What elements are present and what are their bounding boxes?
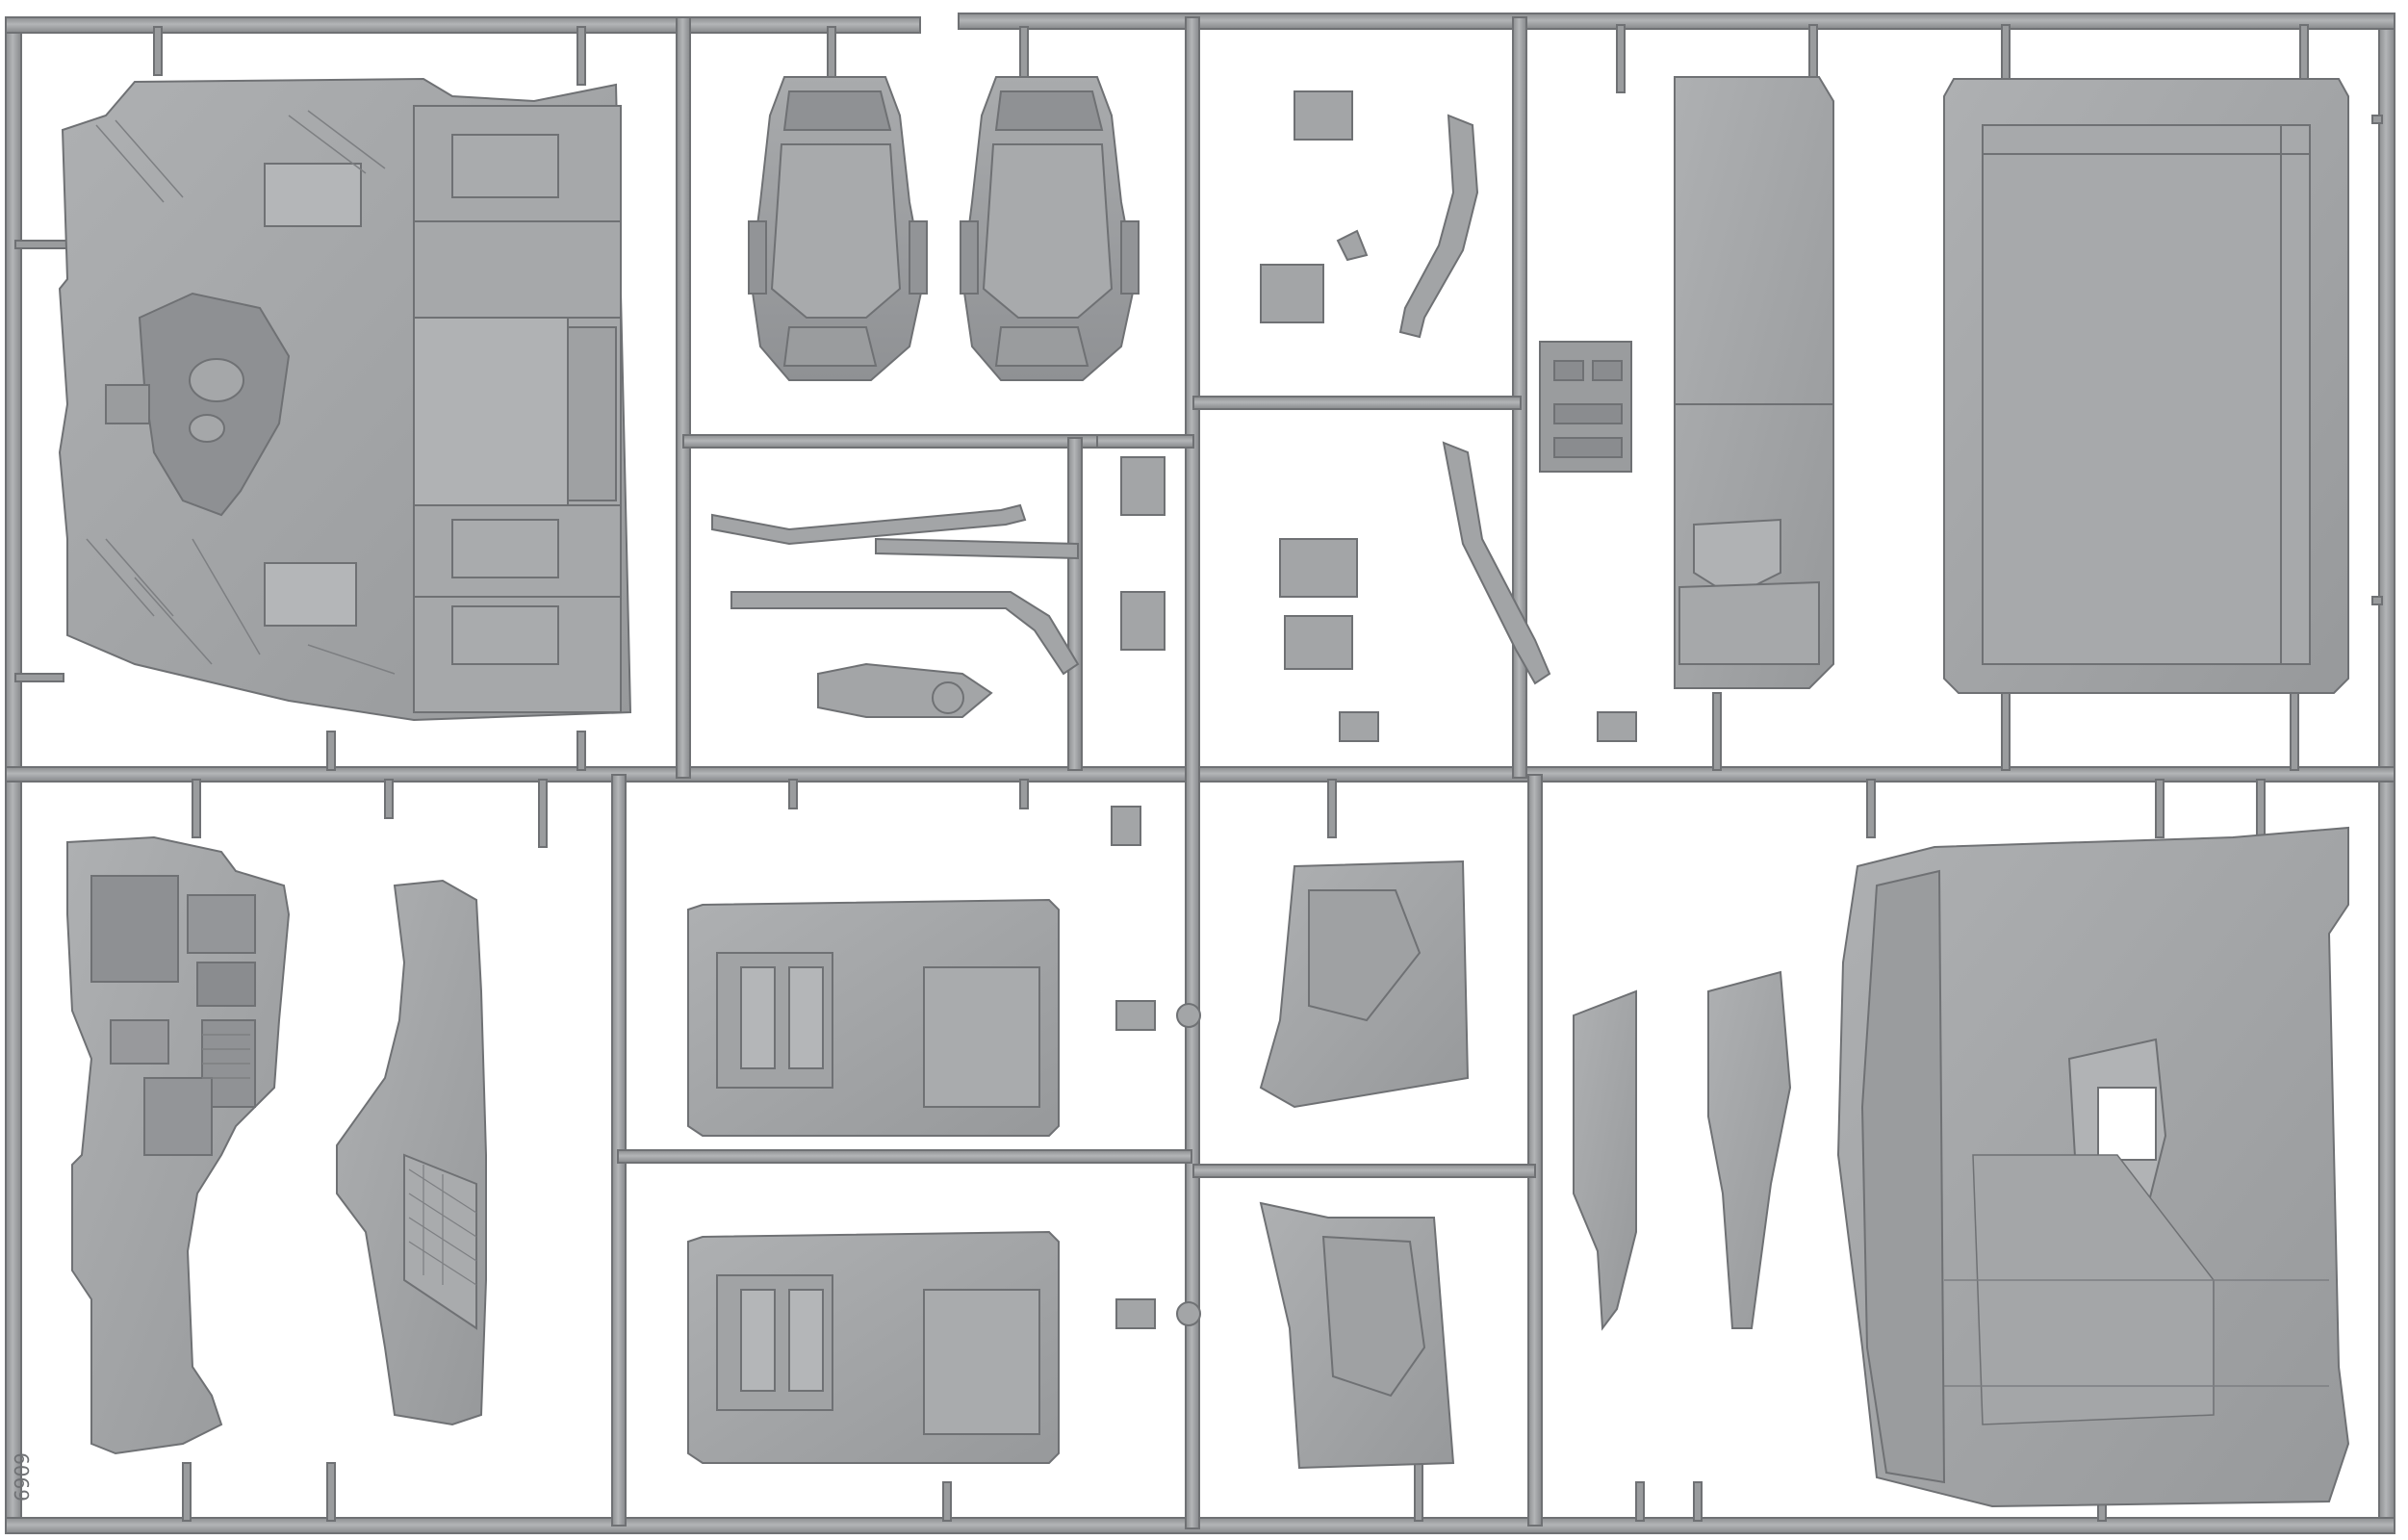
- small-rod-parts: [711, 90, 1369, 718]
- cab-floor-part: [58, 77, 632, 722]
- pillar-strut-part: [1398, 114, 1632, 685]
- cab-rear-shell-part: [1836, 826, 2350, 1508]
- door-trim-parts: [1259, 860, 1792, 1470]
- small-knob-parts: [1111, 711, 1637, 1329]
- sprue-runner-frame: [5, 13, 2395, 1534]
- wall-panel-parts: [1674, 76, 2349, 694]
- curved-side-panel-part: [336, 879, 487, 1426]
- dashboard-part: [66, 835, 291, 1455]
- seat-parts: [748, 76, 1140, 381]
- sprue-gates: [14, 24, 2383, 1522]
- mold-number: 6909: [11, 1452, 34, 1502]
- door-panel-parts: [687, 898, 1060, 1464]
